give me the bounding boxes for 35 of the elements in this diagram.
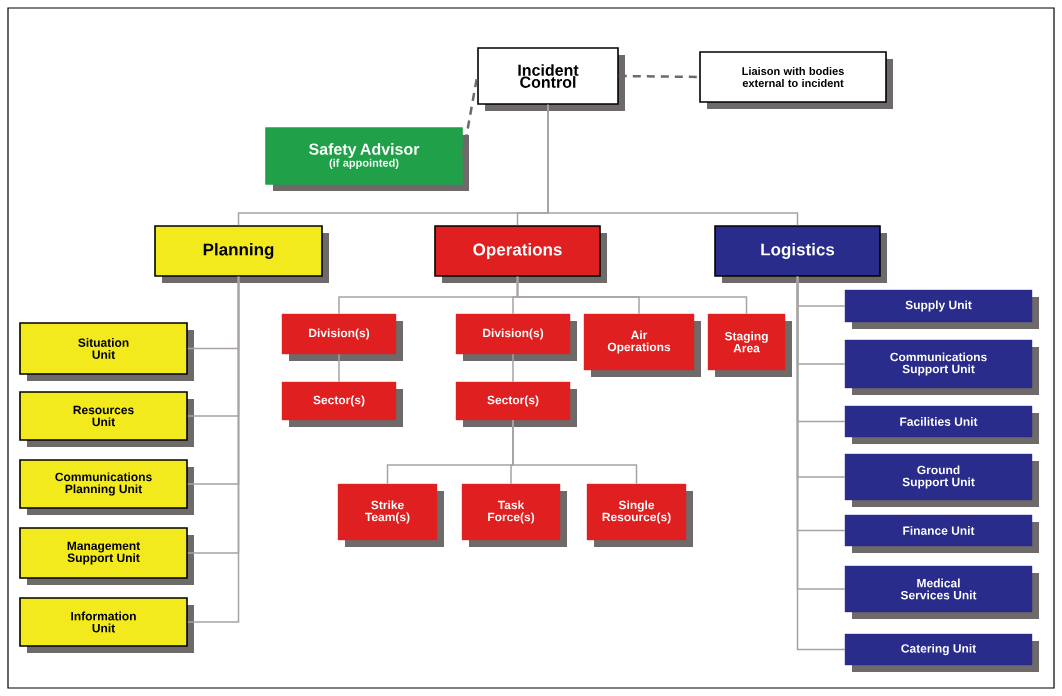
control-box: Incident Control (477, 47, 625, 111)
connector (618, 74, 700, 79)
unit-box: Medical Services Unit (844, 565, 1039, 619)
connector (516, 276, 748, 315)
connector (338, 353, 340, 383)
unit-box: Division(s) (281, 313, 403, 361)
unit-box: Communications Support Unit (844, 339, 1039, 395)
unit-box: Single Resource(s) (586, 483, 693, 547)
unit-box: Supply Unit (844, 289, 1039, 329)
section-box: Planning (154, 225, 329, 283)
unit-box: Situation Unit (19, 322, 194, 381)
unit-box: Strike Team(s) (337, 483, 444, 547)
unit-box: Facilities Unit (844, 405, 1039, 444)
unit-box: Sector(s) (281, 381, 403, 427)
connector (187, 276, 240, 623)
unit-box: Ground Support Unit (844, 453, 1039, 507)
unit-box: Finance Unit (844, 514, 1039, 553)
unit-box: Resources Unit (19, 391, 194, 447)
section-box: Logistics (714, 225, 887, 283)
unit-box: Division(s) (455, 313, 577, 361)
advisor-box: Safety Advisor (if appointed) (265, 127, 469, 191)
connector (547, 104, 799, 226)
unit-box: Management Support Unit (19, 527, 194, 585)
liaison-box: Liaison with bodies external to incident (699, 51, 893, 109)
unit-box: Catering Unit (844, 633, 1039, 672)
unit-box: Air Operations (583, 313, 701, 377)
unit-box: Communications Planning Unit (19, 459, 194, 515)
unit-box: Sector(s) (455, 381, 577, 427)
unit-box: Information Unit (19, 597, 194, 653)
section-box: Operations (434, 225, 607, 283)
unit-box: Task Force(s) (461, 483, 567, 547)
connector (512, 419, 638, 485)
unit-box: Staging Area (707, 313, 792, 377)
connector (512, 353, 514, 383)
connector (796, 276, 846, 651)
